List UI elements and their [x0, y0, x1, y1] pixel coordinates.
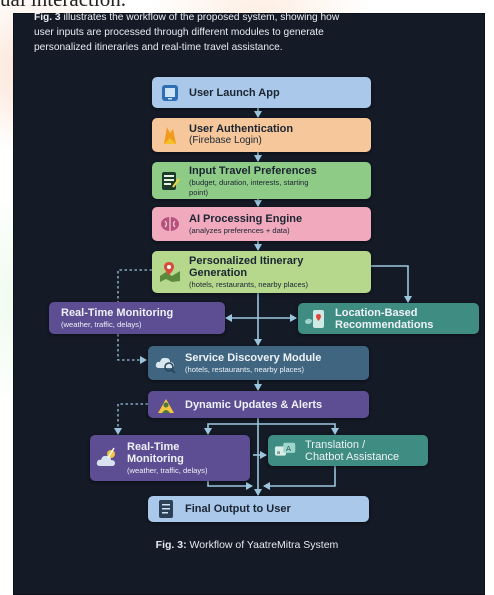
dashed-itinerary-monitor1 — [117, 269, 152, 302]
translate-title2: Chatbot Assistance — [305, 450, 400, 463]
caption-label: Fig. 3: — [155, 539, 187, 551]
monitor2-title: Real-Time — [127, 441, 180, 453]
weather-icon — [96, 446, 120, 470]
ai-sub: (analyzes preferences + data) — [189, 226, 290, 235]
location-phone-icon — [304, 307, 328, 331]
itinerary-title2: Generation — [189, 267, 248, 279]
final-title: Final Output to User — [185, 503, 291, 515]
svg-text:A: A — [286, 444, 291, 453]
prefs-sub2: point) — [189, 187, 208, 197]
monitor1-title: Real-Time Monitoring — [61, 307, 174, 319]
caption-text: Workflow of YaatreMitra System — [186, 539, 339, 551]
alert-person-icon — [154, 393, 178, 417]
service-title: Service Discovery Module — [185, 352, 322, 364]
phone-icon — [158, 81, 182, 105]
checklist-icon — [158, 169, 182, 193]
dashed-alerts-monitor2 — [114, 403, 148, 435]
auth-title: User Authentication — [189, 123, 294, 135]
prefs-title: Input Travel Preferences — [189, 164, 317, 177]
ai-title: AI Processing Engine — [189, 213, 303, 225]
document-icon — [154, 497, 178, 521]
firebase-flame-icon — [158, 123, 182, 147]
location-title: Location-Based — [335, 306, 418, 319]
svg-text:a: a — [277, 449, 280, 455]
intro-line-2: user inputs are processed through differ… — [34, 27, 324, 38]
node-input-travel-preferences: Input Travel Preferences (budget, durati… — [152, 162, 371, 199]
location-title2: Recommendations — [335, 318, 434, 331]
figure-caption: Fig. 3: Workflow of YaatreMitra System — [0, 539, 494, 551]
arrow-to-monitor2 — [204, 423, 258, 435]
node-ai-processing-engine: AI Processing Engine (analyzes preferenc… — [152, 207, 371, 241]
itinerary-sub: (hotels, restaurants, nearby places) — [189, 280, 309, 289]
node-real-time-monitoring-1: Real-Time Monitoring (weather, traffic, … — [49, 302, 225, 334]
node-service-discovery-module: Service Discovery Module (hotels, restau… — [148, 346, 369, 380]
itinerary-title: Personalized Itinerary — [189, 255, 304, 267]
intro-line-1: illustrates the workflow of the proposed… — [60, 12, 340, 23]
arrow-translate-final — [263, 466, 336, 490]
monitor2-sub: (weather, traffic, delays) — [127, 466, 208, 475]
node-personalized-itinerary: Personalized Itinerary Generation (hotel… — [152, 251, 371, 293]
arrow-itinerary-location — [371, 265, 412, 303]
alerts-title: Dynamic Updates & Alerts — [185, 398, 323, 411]
node-real-time-monitoring-2: Real-Time Monitoring (weather, traffic, … — [90, 435, 250, 481]
translate-title: Translation / — [305, 438, 366, 451]
map-pin-icon — [158, 260, 182, 284]
monitor1-sub: (weather, traffic, delays) — [61, 320, 142, 329]
brain-icon — [158, 212, 182, 236]
monitor2-title2: Monitoring — [127, 453, 184, 465]
prefs-sub: (budget, duration, interests, starting — [189, 177, 309, 187]
node-final-output: Final Output to User — [148, 496, 369, 522]
node-user-launch-app: User Launch App — [152, 77, 371, 108]
node-dynamic-updates-alerts: Dynamic Updates & Alerts — [148, 391, 369, 418]
node-location-based-recommendations: Location-Based Recommendations — [298, 303, 479, 334]
dashed-monitor1-service — [117, 334, 147, 364]
intro-line-3: personalized itineraries and real-time t… — [34, 42, 283, 53]
arrow-to-translate — [258, 423, 339, 435]
node-user-authentication: User Authentication (Firebase Login) — [152, 118, 371, 152]
launch-title: User Launch App — [189, 86, 280, 99]
intro-fig-label: Fig. 3 — [34, 12, 61, 23]
service-sub: (hotels, restaurants, nearby places) — [185, 365, 305, 374]
intro-text: Fig. 3 illustrates the workflow of the p… — [34, 10, 464, 55]
cloud-search-icon — [154, 351, 178, 375]
header-fragment: ual interaction. — [0, 0, 126, 12]
auth-sub: (Firebase Login) — [189, 135, 262, 146]
